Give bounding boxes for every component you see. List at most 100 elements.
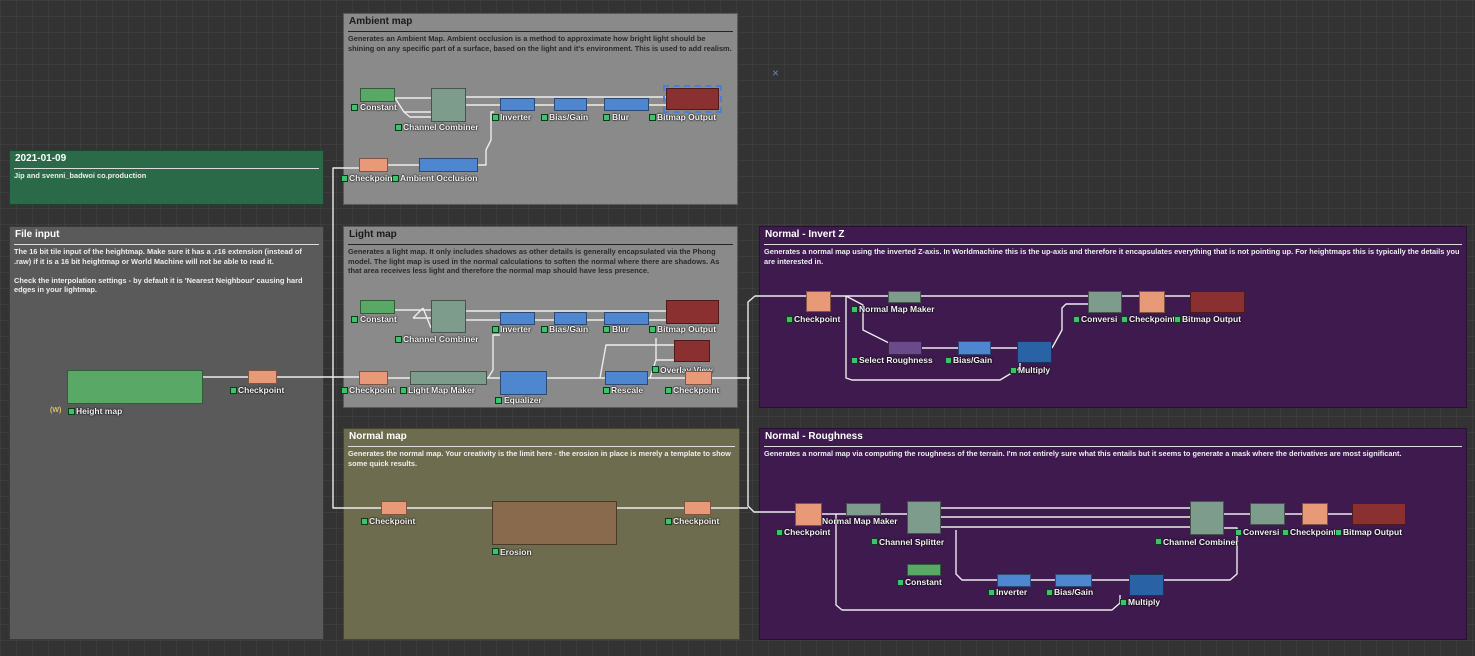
node-blur[interactable] — [604, 312, 649, 325]
node-status-indicator — [395, 124, 402, 131]
node-label: Bias/Gain — [953, 355, 993, 365]
node-status-indicator — [541, 326, 548, 333]
group-title: Light map — [349, 229, 397, 240]
group-info[interactable]: 2021-01-09 Jip and svenni_badwoi co.prod… — [9, 150, 324, 205]
node-checkpoint[interactable] — [685, 371, 712, 385]
node-label: Constant — [360, 102, 397, 112]
node-status-indicator — [603, 114, 610, 121]
node-ambient-occlusion[interactable] — [419, 158, 478, 172]
group-divider — [764, 446, 1462, 447]
node-status-indicator — [541, 114, 548, 121]
node-label: Blur — [612, 324, 629, 334]
node-status-indicator — [1073, 316, 1080, 323]
node-label: Select Roughness — [859, 355, 933, 365]
node-status-indicator — [361, 518, 368, 525]
node-constant[interactable] — [360, 300, 395, 314]
group-divider — [764, 244, 1462, 245]
group-file-input[interactable]: File input The 16 bit tile input of the … — [9, 226, 324, 640]
node-checkpoint[interactable] — [684, 501, 711, 515]
node-status-indicator — [495, 397, 502, 404]
node-multiply[interactable] — [1129, 574, 1164, 596]
node-label: Checkpoint — [673, 516, 720, 526]
node-status-indicator — [665, 518, 672, 525]
node-label: Checkpoint — [369, 516, 416, 526]
node-label: Bias/Gain — [549, 112, 589, 122]
node-light-map-maker[interactable] — [410, 371, 487, 385]
close-icon[interactable]: × — [772, 66, 780, 80]
node-bias-gain[interactable] — [1055, 574, 1092, 587]
node-label: Channel Combiner — [403, 122, 479, 132]
node-label: Checkpoint — [1290, 527, 1337, 537]
group-description: Generates a normal map via computing the… — [764, 449, 1402, 458]
node-checkpoint[interactable] — [381, 501, 407, 515]
node-overlay-view[interactable] — [674, 340, 710, 362]
node-label: Multiply — [1128, 597, 1161, 607]
node-checkpoint[interactable] — [359, 371, 388, 385]
node-normal-map-maker[interactable] — [846, 503, 881, 516]
node-status-indicator — [1046, 589, 1053, 596]
node-label: Erosion — [500, 547, 532, 557]
node-label: Inverter — [500, 324, 532, 334]
group-description: The 16 bit tile input of the heightmap. … — [14, 247, 303, 295]
node-label: Constant — [360, 314, 397, 324]
node-label: Constant — [905, 577, 942, 587]
node-bitmap-output[interactable] — [666, 300, 719, 324]
node-label: Checkpoint — [673, 385, 720, 395]
node-bitmap-output[interactable] — [663, 85, 722, 113]
node-constant[interactable] — [907, 564, 941, 576]
node-bias-gain[interactable] — [958, 341, 991, 355]
node-label: Normal Map Maker — [822, 516, 898, 526]
node-conversion[interactable] — [1250, 503, 1285, 525]
node-channel-combiner[interactable] — [431, 88, 466, 122]
node-bias-gain[interactable] — [554, 98, 587, 111]
node-checkpoint[interactable] — [248, 370, 277, 384]
node-status-indicator — [68, 408, 75, 415]
node-equalizer[interactable] — [500, 371, 547, 395]
node-inverter[interactable] — [500, 98, 535, 111]
group-title: Normal - Roughness — [765, 431, 863, 442]
node-rescale[interactable] — [605, 371, 648, 385]
node-checkpoint[interactable] — [795, 503, 822, 526]
node-checkpoint[interactable] — [806, 291, 831, 312]
node-inverter[interactable] — [500, 312, 535, 325]
group-title: Ambient map — [349, 16, 413, 27]
node-checkpoint[interactable] — [359, 158, 388, 172]
node-bias-gain[interactable] — [554, 312, 587, 325]
node-label: Normal Map Maker — [859, 304, 935, 314]
node-label: Bitmap Output — [1343, 527, 1403, 537]
node-status-indicator — [786, 316, 793, 323]
node-channel-splitter[interactable] — [907, 501, 941, 534]
node-checkpoint[interactable] — [1302, 503, 1328, 525]
node-label: Inverter — [996, 587, 1028, 597]
group-divider — [348, 446, 735, 447]
node-multiply[interactable] — [1017, 341, 1052, 363]
node-label: Bitmap Output — [1182, 314, 1242, 324]
group-description: Generates an Ambient Map. Ambient occlus… — [348, 34, 732, 53]
group-divider — [14, 168, 319, 169]
node-label: Ambient Occlusion — [400, 173, 478, 183]
node-status-indicator — [1282, 529, 1289, 536]
node-status-indicator — [603, 326, 610, 333]
node-checkpoint[interactable] — [1139, 291, 1165, 313]
node-height-map[interactable] — [67, 370, 203, 404]
node-label: Bitmap Output — [657, 112, 717, 122]
node-inverter[interactable] — [997, 574, 1031, 587]
node-bitmap-output[interactable] — [1352, 503, 1406, 525]
node-bitmap-output[interactable] — [1190, 291, 1245, 313]
node-channel-combiner[interactable] — [1190, 501, 1224, 535]
node-status-indicator — [341, 175, 348, 182]
node-status-indicator — [603, 387, 610, 394]
node-erosion[interactable] — [492, 501, 617, 545]
node-select-roughness[interactable] — [888, 341, 922, 355]
node-normal-map-maker[interactable] — [888, 291, 921, 303]
wire-label: (W) — [50, 407, 62, 414]
node-conversion[interactable] — [1088, 291, 1122, 313]
node-status-indicator — [652, 366, 659, 373]
node-constant[interactable] — [360, 88, 395, 102]
node-label: Light Map Maker — [408, 385, 476, 395]
node-label: Rescale — [611, 385, 644, 395]
node-blur[interactable] — [604, 98, 649, 111]
node-channel-combiner[interactable] — [431, 300, 466, 333]
node-label: Inverter — [500, 112, 532, 122]
